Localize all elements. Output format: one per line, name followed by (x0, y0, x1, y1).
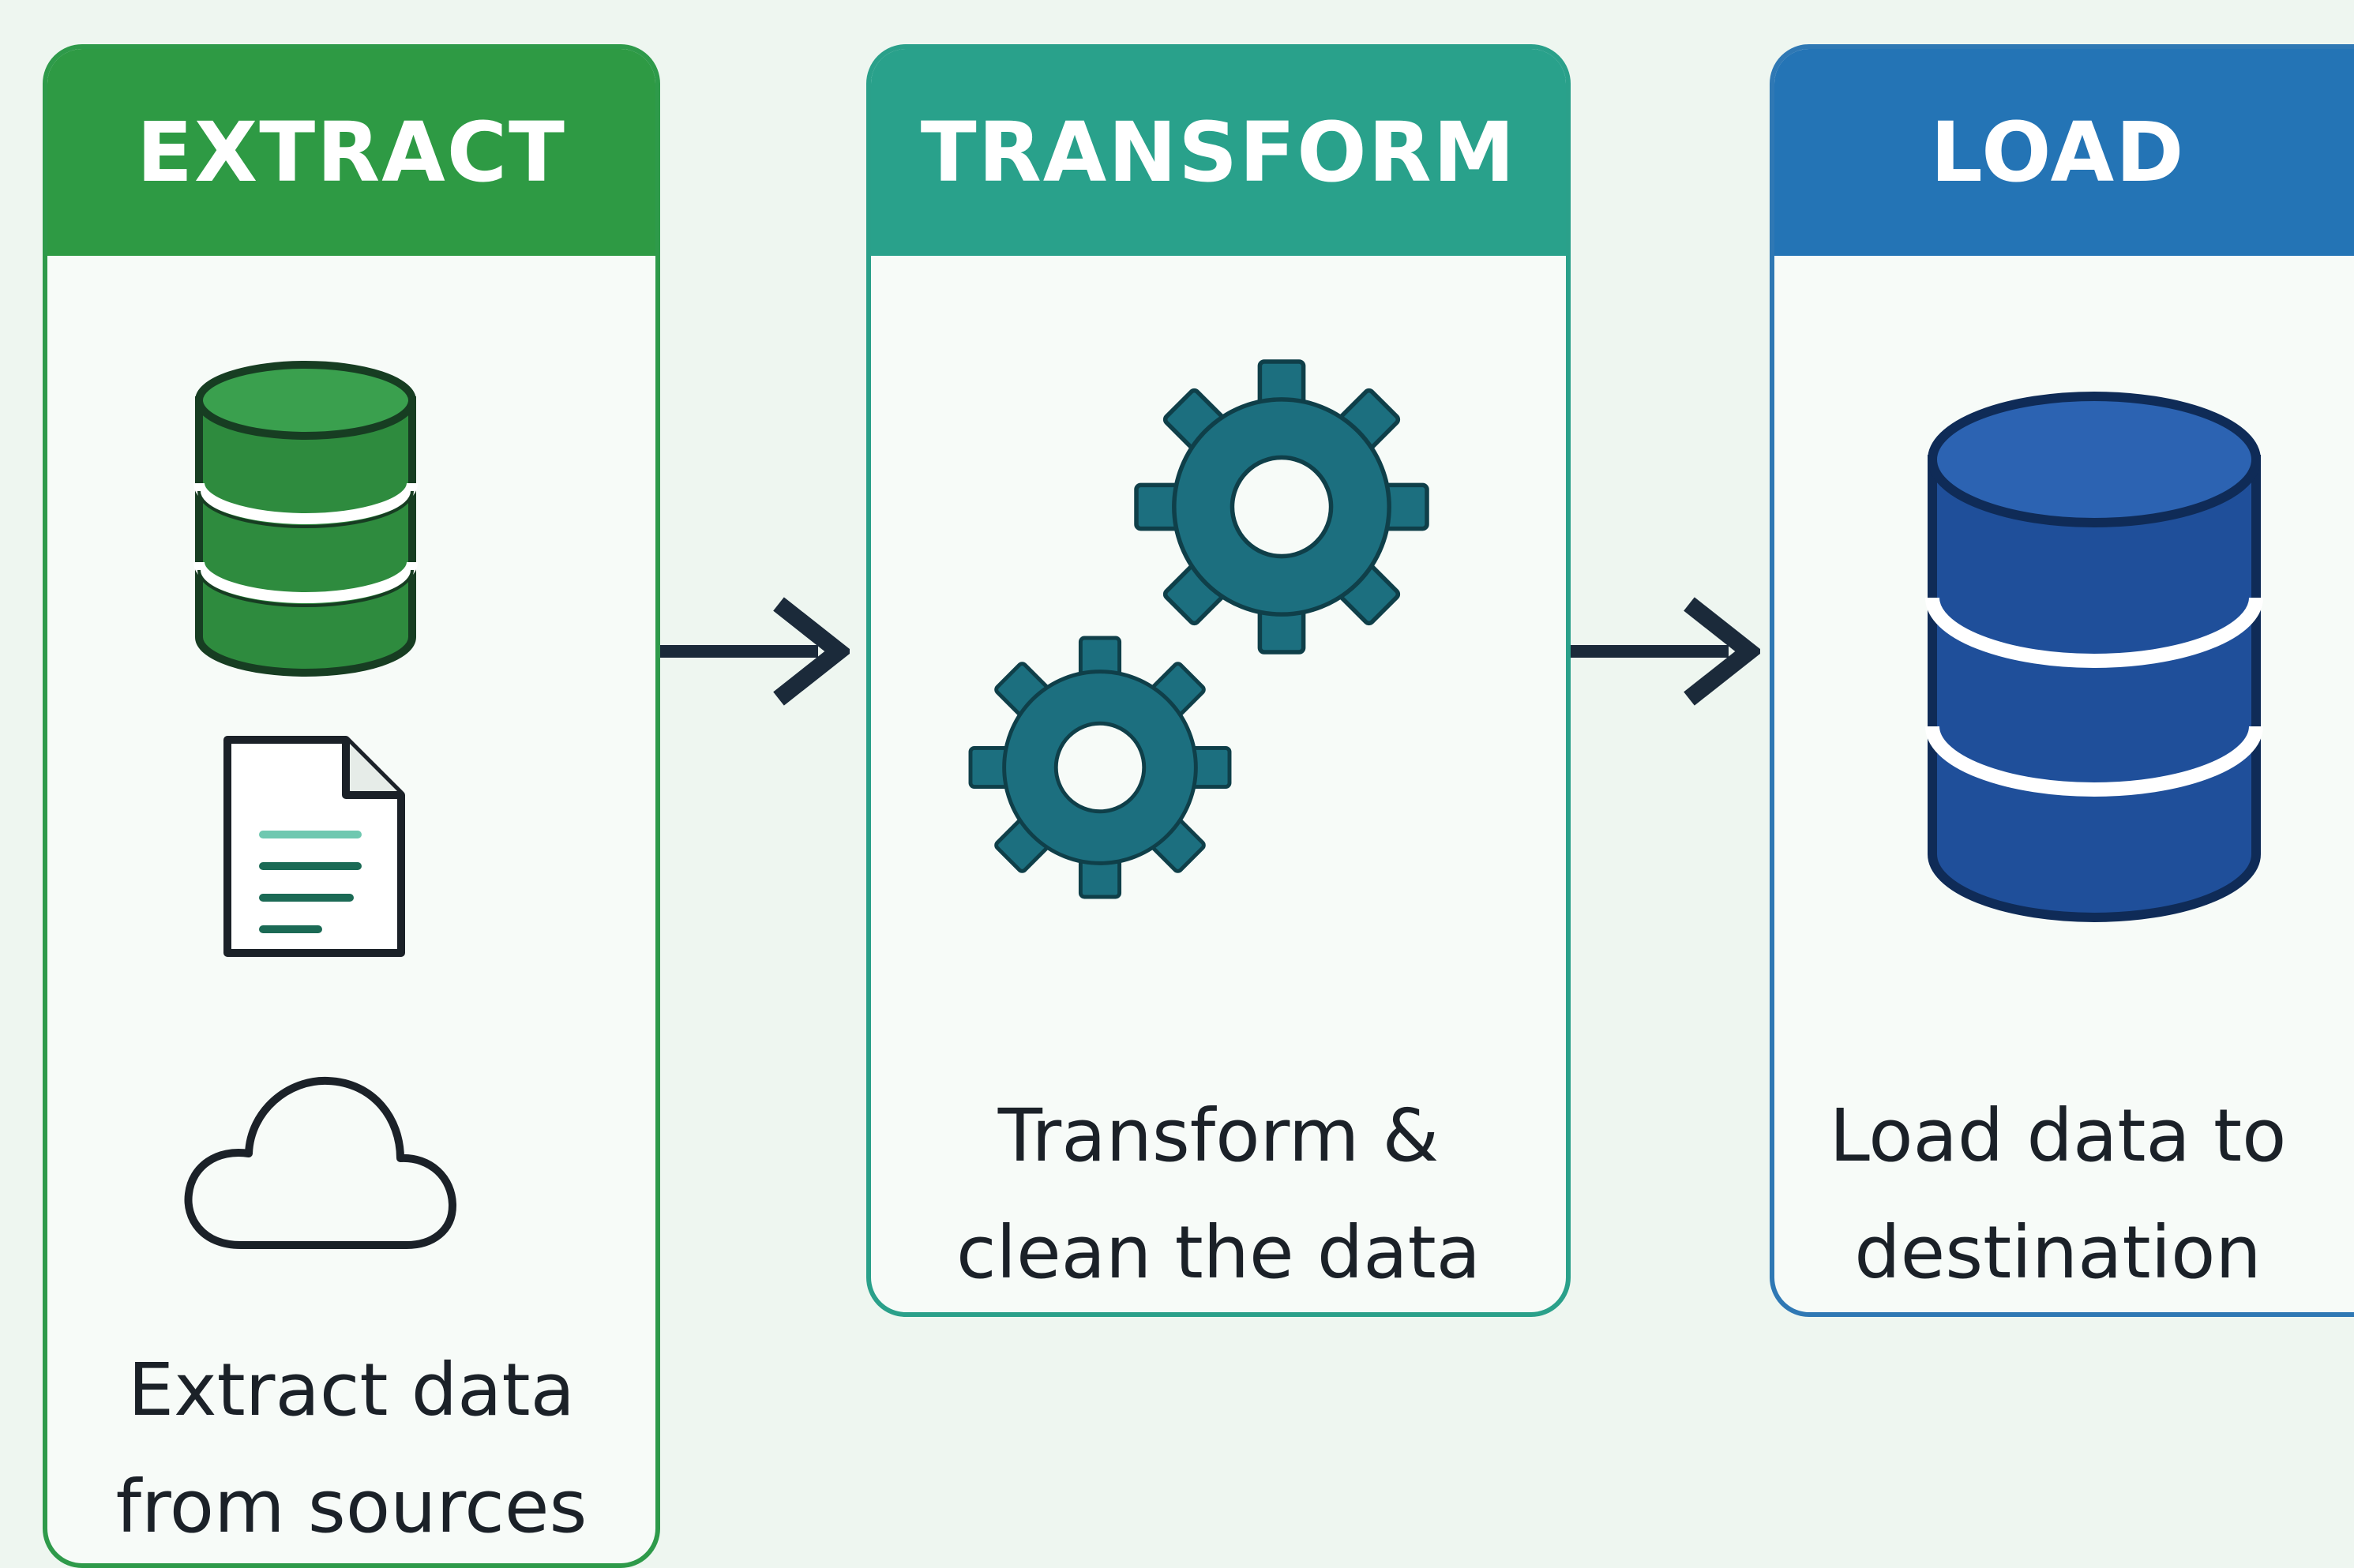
document-icon (223, 736, 405, 957)
extract-header: EXTRACT (47, 49, 655, 256)
load-panel: LOAD Load data to destination (1770, 44, 2354, 1317)
cloud-icon (184, 1076, 456, 1249)
load-desc-line1: Load data to (1829, 1093, 2287, 1178)
gear-icon (971, 638, 1230, 897)
arrow-right-icon (660, 597, 850, 706)
transform-desc-line1: Transform & (997, 1093, 1440, 1178)
extract-desc-line2: from sources (115, 1465, 588, 1549)
load-header: LOAD (1774, 49, 2354, 256)
extract-description: Extract data from sources (47, 1332, 655, 1563)
load-description: Load data to destination (1774, 1078, 2354, 1311)
transform-description: Transform & clean the data (871, 1078, 1566, 1311)
gears-icon (966, 357, 1471, 957)
transform-desc-line2: clean the data (955, 1210, 1481, 1295)
load-desc-line2: destination (1854, 1210, 2262, 1295)
database-icon (1925, 392, 2263, 922)
gear-icon (1136, 362, 1427, 652)
database-icon (193, 361, 418, 677)
extract-desc-line1: Extract data (128, 1348, 575, 1432)
transform-header: TRANSFORM (871, 49, 1566, 256)
transform-panel: TRANSFORM (866, 44, 1571, 1317)
arrow-right-icon (1571, 597, 1760, 706)
extract-panel: EXTRACT Extract data from sources (43, 44, 660, 1568)
etl-diagram: EXTRACT Extract data from sources (43, 44, 2354, 1568)
